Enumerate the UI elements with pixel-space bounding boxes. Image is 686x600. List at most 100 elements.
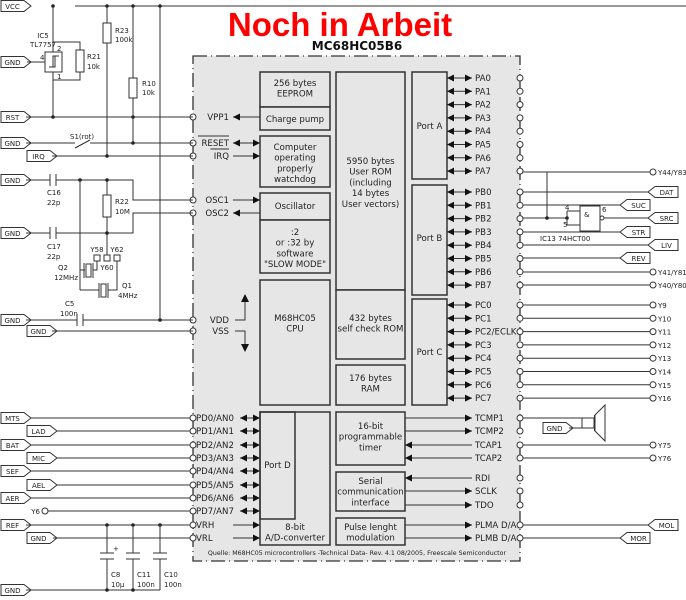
net-label-text: GND: [4, 317, 20, 325]
net-label-text: AER: [5, 495, 19, 503]
pin-pa3: [516, 114, 524, 122]
speaker-cone-icon: [594, 403, 606, 443]
block-text: 14 bytes: [352, 189, 390, 199]
arrow-icon: [447, 354, 454, 362]
pin-label: PB1: [475, 201, 492, 211]
cap-gap: [100, 553, 114, 559]
arrow-icon: [447, 167, 454, 175]
arrow-icon: [447, 341, 454, 349]
block-text: Pulse lenght: [344, 523, 397, 533]
pin-label: PC6: [475, 381, 492, 391]
arrow-icon: [233, 209, 240, 217]
net-label-gnd: GND: [0, 137, 32, 149]
pin-tcap2: [516, 454, 524, 462]
pin-pc2-eclk: [516, 328, 524, 336]
wire: [566, 211, 580, 226]
pin-label: PA4: [475, 127, 491, 137]
net-label-aer: AER: [0, 492, 32, 504]
pin-pc4: [516, 354, 524, 362]
arrow-icon: [405, 474, 412, 482]
arrow-icon: [447, 74, 454, 82]
net-label-dat: DAT: [647, 186, 679, 198]
junction-dot: [131, 588, 135, 592]
net-label-shape: [619, 199, 651, 211]
jumper-label: Y60: [99, 264, 113, 272]
pin-pa7: [516, 167, 524, 175]
junction-dot: [105, 154, 109, 158]
arrow-icon: [465, 314, 472, 322]
pin-tcap1: [516, 441, 524, 449]
block-text: Port C: [417, 348, 443, 358]
test-point: [649, 268, 657, 276]
source-note: Quelle: M68HC05 microcontrollers -Techni…: [208, 550, 507, 557]
net-label-shape: [26, 150, 58, 162]
arrow-icon: [447, 215, 454, 223]
net-label-mor: MOR: [619, 532, 651, 544]
arrow-icon: [465, 268, 472, 276]
c5-ref: C5: [65, 300, 74, 308]
resistor: [75, 49, 85, 73]
net-label-irq: IRQ: [26, 150, 58, 162]
block-text: M68HC05: [274, 314, 316, 324]
arrow-icon: [465, 188, 472, 196]
test-point: [649, 354, 657, 362]
block-port-d: Port D: [259, 411, 296, 520]
arrow-icon: [465, 167, 472, 175]
pin-label: PD4/AN4: [196, 467, 234, 477]
arrow-icon: [253, 534, 260, 542]
block-text: self check ROM: [338, 325, 404, 335]
r23-ref: R23: [115, 27, 129, 35]
arrow-icon: [253, 507, 260, 515]
block-charge-pump: Charge pump: [259, 106, 331, 131]
arrow-icon: [447, 101, 454, 109]
pin-label: SCLK: [475, 487, 497, 497]
test-point-label: Y13: [657, 355, 671, 363]
net-label-shape: [542, 422, 574, 434]
pin-label: PA0: [475, 74, 491, 84]
arrow-icon: [465, 534, 472, 542]
test-point: [649, 168, 657, 176]
test-point: [649, 301, 657, 309]
net-label-text: GND: [546, 425, 562, 433]
pin-label: PLMB D/A: [475, 534, 517, 544]
vss-wire: [235, 330, 246, 345]
arrow-icon: [465, 215, 472, 223]
test-point: [649, 381, 657, 389]
pin-pb7: [516, 281, 524, 289]
arrow-icon: [253, 441, 260, 449]
arrow-icon: [465, 301, 472, 309]
block-box: [335, 289, 406, 360]
arrow-icon: [465, 201, 472, 209]
block-text: watchdog: [274, 175, 316, 185]
net-label-shape: [0, 227, 32, 239]
net-label-text: SRC: [660, 215, 674, 223]
pin-label: PB7: [475, 281, 492, 291]
block-box: [411, 71, 448, 180]
pin-pa6: [516, 154, 524, 162]
gate-symbol: &: [584, 211, 590, 219]
pin-pb2: [516, 215, 524, 223]
arrow-icon: [465, 394, 472, 402]
arrow-icon: [447, 154, 454, 162]
pin-number: 2: [57, 45, 61, 53]
junction-dot: [158, 318, 162, 322]
arrow-icon: [465, 368, 472, 375]
net-label-gnd: GND: [26, 532, 58, 544]
watermark: Noch in Arbeit: [228, 6, 452, 43]
pin-label: VSS: [212, 327, 229, 337]
block-text: Computer: [274, 143, 317, 153]
speaker-icon: [581, 417, 595, 429]
pin-label: TCAP2: [474, 454, 502, 464]
pin-pc0: [516, 301, 524, 309]
crystal-q2: [85, 263, 92, 278]
pin-label: PC2/ECLK: [475, 328, 517, 338]
test-point-label: Y75: [657, 442, 671, 450]
arrow-icon: [447, 381, 454, 389]
net-label-text: MOL: [659, 522, 675, 530]
c5-value: 100n: [60, 310, 78, 318]
